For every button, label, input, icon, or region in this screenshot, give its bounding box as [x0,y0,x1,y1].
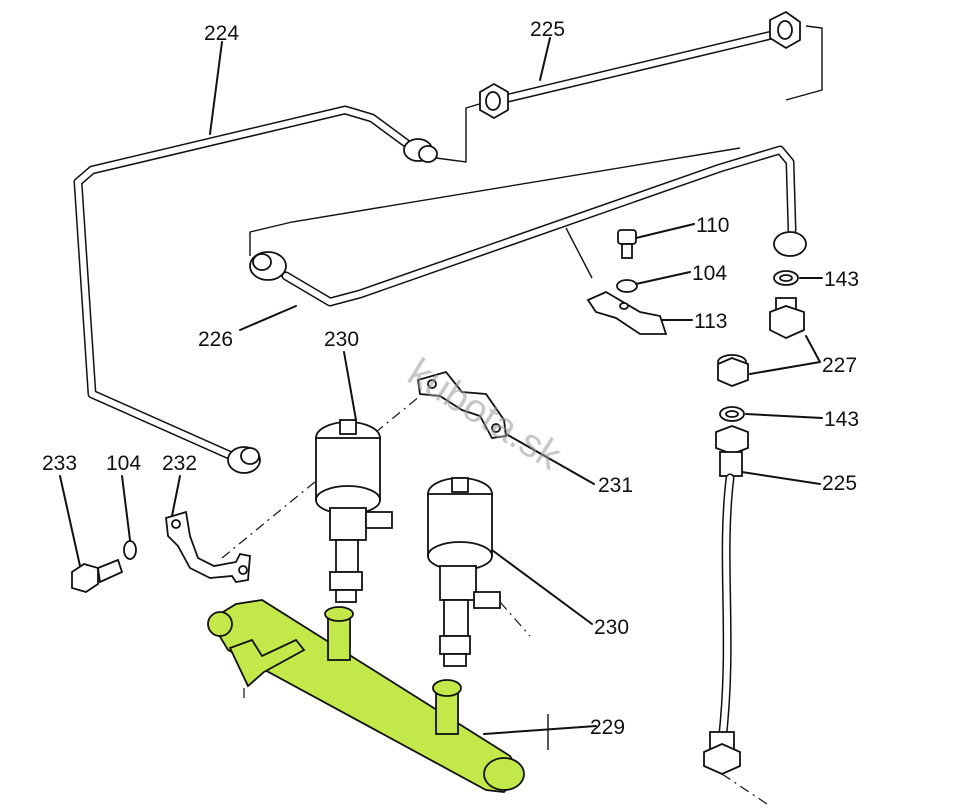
leader-233 [59,475,81,567]
label-143-bottom: 143 [824,408,859,431]
clamp-232[interactable] [165,510,251,583]
label-229: 229 [590,716,625,739]
clip-113-guide [565,227,593,279]
leader-227 [749,335,821,375]
leader-226 [239,305,297,331]
label-231: 231 [598,474,633,497]
pipe-226-nut-right[interactable] [773,231,807,257]
label-227: 227 [822,354,857,377]
axis-right-assembly [721,773,771,807]
label-233: 233 [42,452,77,475]
leader-229 [483,725,597,735]
pipe-224-nut-bottom[interactable] [227,446,261,474]
washer-143-top[interactable] [773,270,799,286]
pipe-224[interactable] [73,105,438,474]
leader-231 [505,433,595,485]
dashed-link-224-225 [435,101,487,163]
leader-230-top [343,351,357,421]
label-104-right: 104 [692,262,727,285]
adapter-227-top[interactable] [769,297,805,339]
washer-143-bottom[interactable] [719,406,745,422]
hose-225-right[interactable] [703,425,749,775]
leader-225-top [539,37,551,81]
dashed-link-225-top [785,25,823,101]
bracket-231[interactable] [416,370,508,439]
bolt-110[interactable] [617,229,637,259]
label-232: 232 [162,452,197,475]
pipe-226[interactable] [249,145,807,307]
leader-225-right [741,471,821,485]
leader-230-bottom [491,549,593,625]
leader-143-bottom [745,413,823,419]
label-104-left: 104 [106,452,141,475]
adapter-227-bottom[interactable] [717,354,749,387]
label-230-bottom: 230 [594,616,629,639]
pipe-224-nut-top[interactable] [403,138,438,163]
axis-230-bottom [499,601,531,637]
screw-233[interactable] [71,558,124,593]
leader-232 [171,475,181,517]
injector-230-bottom[interactable] [427,477,501,667]
leader-104-left [121,475,131,541]
label-110: 110 [696,214,729,237]
pipe-226-nut-left[interactable] [249,251,287,281]
hose-225-top[interactable] [479,10,801,120]
leader-224 [209,41,223,135]
fuel-rail-229[interactable] [207,599,525,793]
label-226: 226 [198,328,233,351]
leader-104-right [635,271,691,285]
axis-230-top-to-231 [221,395,421,559]
clip-113[interactable] [586,290,668,335]
label-225-top: 225 [530,18,565,41]
label-113: 113 [694,310,727,333]
injector-230-top[interactable] [315,419,393,603]
washer-104-right[interactable] [616,279,638,293]
label-230-top: 230 [324,328,359,351]
label-143-top: 143 [824,268,859,291]
washer-104-left[interactable] [123,540,137,560]
watermark: kubota.sk [400,350,569,479]
leader-110 [635,223,695,239]
label-224: 224 [204,22,239,45]
label-225-right: 225 [822,472,857,495]
